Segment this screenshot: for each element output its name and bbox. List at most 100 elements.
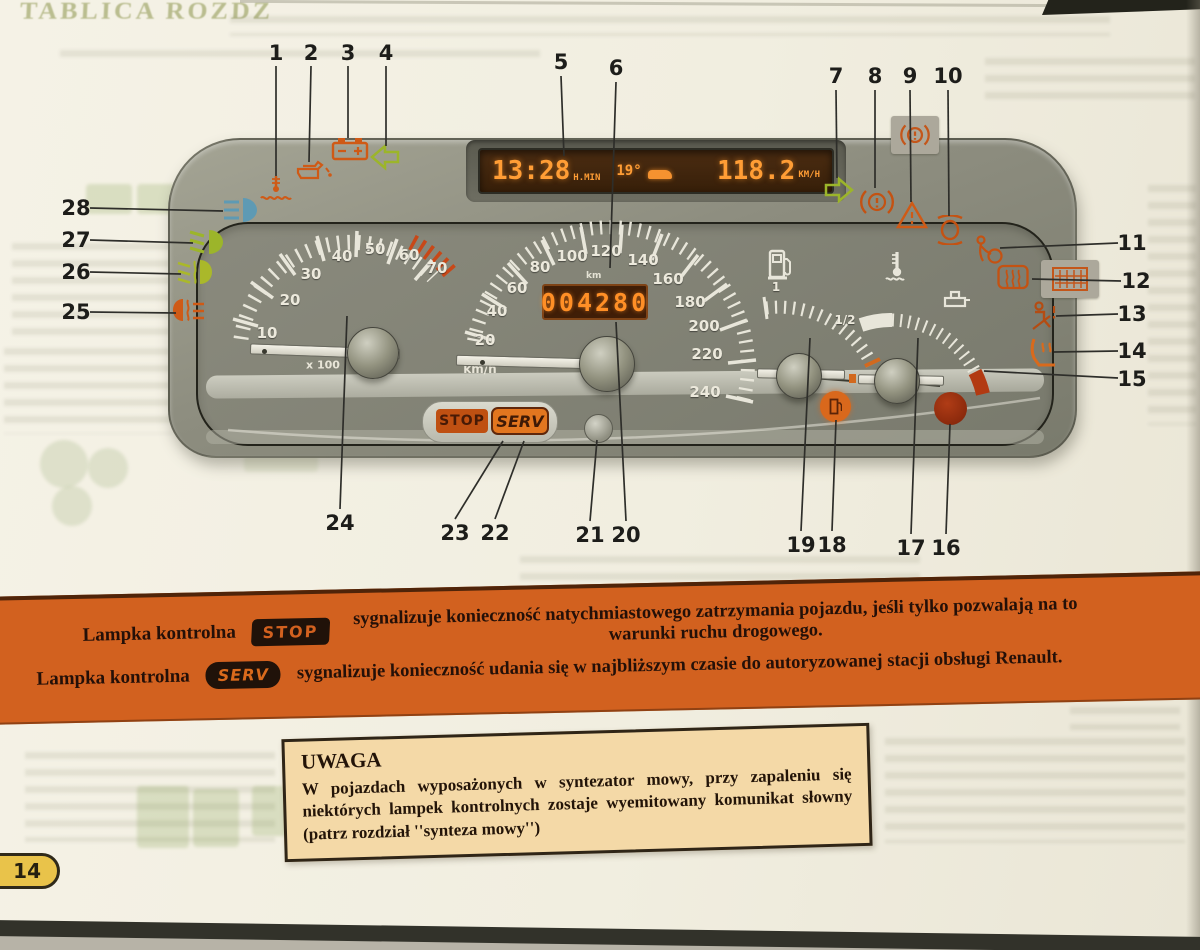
speedometer-scale-label: 100 xyxy=(556,247,588,265)
callout-number: 20 xyxy=(611,523,641,547)
page-corner-shadow xyxy=(1042,0,1200,15)
cluster-bottom-lip xyxy=(206,430,1044,444)
fuel-scale-label: 1/2 xyxy=(834,313,856,327)
callout-number: 28 xyxy=(61,196,91,220)
heated-rear-window-alt-icon xyxy=(1041,260,1099,298)
seatbelt-warning-icon xyxy=(1028,300,1060,332)
callout-number: 19 xyxy=(786,533,816,557)
speed-value: 118.2 xyxy=(717,156,796,186)
callout-number: 17 xyxy=(896,536,926,560)
front-fog-icon xyxy=(176,258,214,286)
bleed-stamp xyxy=(52,486,92,526)
note-body: W pojazdach wyposażonych w syntezator mo… xyxy=(301,764,853,844)
page-number: 14 xyxy=(0,853,60,889)
callout-number: 25 xyxy=(61,300,91,324)
callout-number: 4 xyxy=(378,41,394,65)
bleed-text xyxy=(12,243,177,343)
callout-number: 16 xyxy=(931,536,961,560)
bleed-stamp xyxy=(137,786,189,848)
coolant-thermometer-icon xyxy=(884,250,910,282)
callout-number: 3 xyxy=(340,41,356,65)
legend-text: sygnalizuje konieczność udania się w naj… xyxy=(296,647,1063,684)
bleed-text xyxy=(230,16,1110,36)
tachometer-scale-label: 50 xyxy=(364,240,386,258)
callout-number: 11 xyxy=(1117,231,1147,255)
bleed-text xyxy=(985,58,1195,106)
tachometer-scale-label: 10 xyxy=(256,324,278,342)
needle-pivot-dot xyxy=(480,360,485,365)
callout-number: 7 xyxy=(828,64,844,88)
tachometer-scale-label: 70 xyxy=(426,259,448,277)
callout-number: 22 xyxy=(480,521,510,545)
heated-seat-icon xyxy=(1026,336,1060,368)
speedometer-knob xyxy=(579,336,635,392)
speedometer-scale-label: 120 xyxy=(590,242,622,260)
bleed-stamp xyxy=(86,184,132,214)
serv-badge: SERV xyxy=(205,660,282,690)
brake-fault-icon xyxy=(934,215,966,245)
legend-band: Lampka kontrolna STOP sygnalizuje koniec… xyxy=(0,571,1200,725)
callout-number: 13 xyxy=(1117,302,1147,326)
callout-number: 5 xyxy=(553,50,569,74)
callout-number: 1 xyxy=(268,41,284,65)
speedometer-scale-label: 160 xyxy=(652,270,684,288)
speedometer-scale-label: 80 xyxy=(529,258,551,276)
handbrake-warning-icon xyxy=(860,187,894,217)
callout-number: 2 xyxy=(303,41,319,65)
callout-number: 27 xyxy=(61,228,91,252)
callout-number: 6 xyxy=(608,56,624,80)
callout-number: 21 xyxy=(575,523,605,547)
speedometer-scale-label: 200 xyxy=(688,317,720,335)
callout-number: 9 xyxy=(902,64,918,88)
dimmer-button xyxy=(584,414,613,443)
legend-label: Lampka kontrolna xyxy=(82,621,237,646)
car-icon xyxy=(647,169,672,179)
tachometer-scale-label: 20 xyxy=(279,291,301,309)
serv-light: SERV xyxy=(491,407,549,435)
cluster-inner-panel xyxy=(196,222,1054,446)
callout-number: 14 xyxy=(1117,339,1147,363)
speedometer-scale-label: 20 xyxy=(474,331,496,349)
outside-temp-value: 19° xyxy=(616,163,642,179)
oil-level-icon xyxy=(942,286,972,312)
tachometer-scale-label: 40 xyxy=(331,247,353,265)
speed-unit: KM/H xyxy=(798,170,820,180)
note-box: UWAGA W pojazdach wyposażonych w synteza… xyxy=(281,722,873,863)
callout-number: 12 xyxy=(1121,269,1151,293)
speedometer-scale-label: 140 xyxy=(627,251,659,269)
coolant-temp-icon xyxy=(258,174,294,204)
digital-display: 13:28 H.MIN 19° 118.2 KM/H xyxy=(478,148,834,194)
battery-charge-icon xyxy=(330,134,370,162)
bleed-stamp xyxy=(88,448,128,488)
legend-label: Lampka kontrolna xyxy=(36,665,190,690)
speedometer-scale-label: 40 xyxy=(486,302,508,320)
bleed-stamp xyxy=(193,789,239,847)
heated-rear-window-icon xyxy=(996,262,1030,292)
high-beam-icon xyxy=(222,196,260,224)
turn-left-icon xyxy=(370,143,402,173)
callout-number: 26 xyxy=(61,260,91,284)
fuel-knob xyxy=(776,353,822,399)
tachometer-knob xyxy=(347,327,399,379)
odometer: 004280 xyxy=(541,284,648,320)
bleed-text xyxy=(520,556,920,580)
bleed-stamp xyxy=(40,440,88,488)
tachometer-scale-label: 60 xyxy=(398,246,420,264)
stop-light: STOP xyxy=(436,409,488,433)
speedometer-scale-label: 60 xyxy=(506,279,528,297)
speedometer-scale-label: 180 xyxy=(674,293,706,311)
fuel-pump-icon xyxy=(766,246,794,284)
callout-number: 18 xyxy=(817,533,847,557)
fuel-warning-light xyxy=(820,391,851,422)
needle-pivot-dot xyxy=(262,349,267,354)
page-edge-line xyxy=(239,0,1061,8)
legend-text: sygnalizuje konieczność natychmiastowego… xyxy=(352,593,1078,645)
clock-unit: H.MIN xyxy=(573,173,601,183)
temp-knob xyxy=(874,358,920,404)
page-header-bleed: TABLICA ROZDZ xyxy=(19,0,274,25)
hazard-warning-triangle-icon xyxy=(896,201,928,229)
handbrake-alt-icon xyxy=(891,116,939,154)
airbag-icon xyxy=(972,233,1004,265)
tachometer-scale-label: 30 xyxy=(300,265,322,283)
